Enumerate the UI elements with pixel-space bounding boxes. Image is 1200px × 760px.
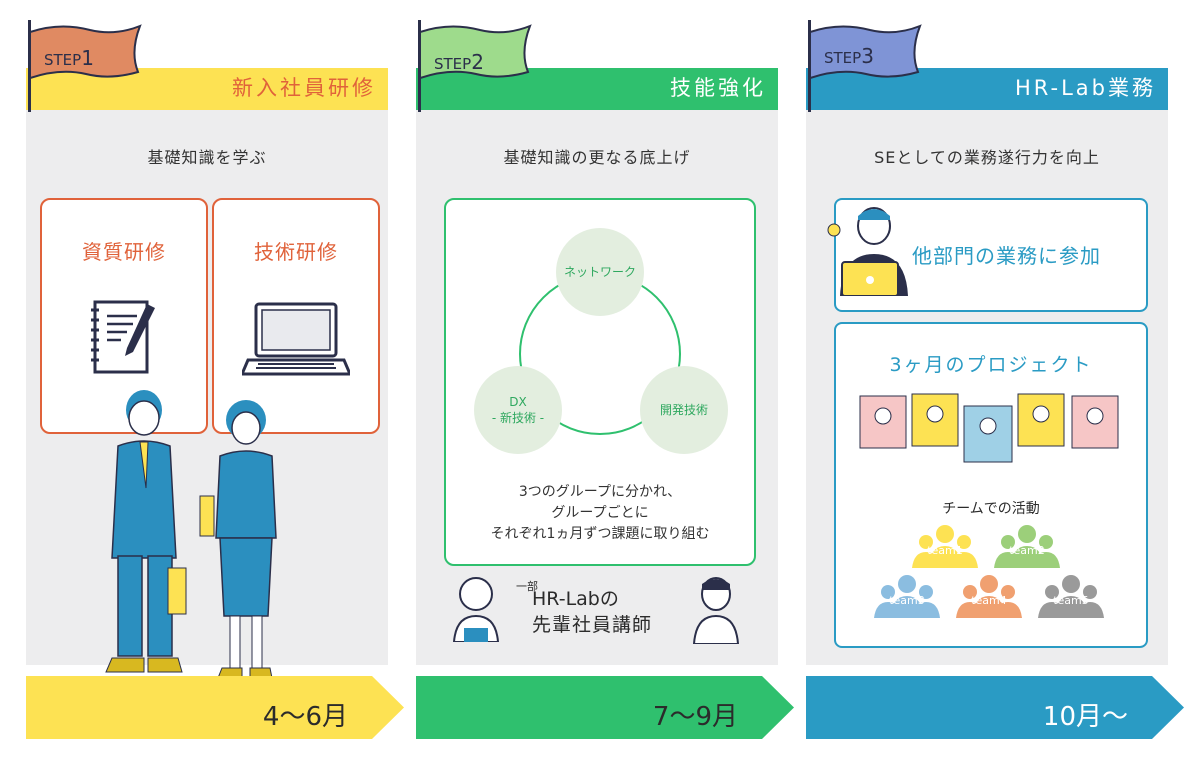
desc-line-3: それぞれ1ヵ月ずつ課題に取り組む — [490, 526, 710, 542]
step3-title: HR-Lab業務 — [1014, 76, 1156, 100]
team1-label: team1 — [927, 544, 963, 557]
team5-label: team5 — [1053, 594, 1089, 607]
laptop-icon — [242, 302, 350, 376]
step3-period-arrow: 10月〜 — [806, 676, 1184, 739]
team3-icon: team3 — [874, 574, 940, 620]
cycle-development: 開発技術 — [640, 366, 728, 454]
step3-flag-word: STEP — [824, 49, 862, 67]
step1-title: 新入社員研修 — [232, 76, 376, 100]
participate-label: 他部門の業務に参加 — [912, 244, 1101, 268]
project-box: 3ヶ月のプロジェクト チームでの活動 team1 team2 team3 tea… — [834, 322, 1148, 648]
instructor-man-icon — [692, 577, 740, 644]
video-call-team-illustration — [859, 393, 1119, 463]
team1-icon: team1 — [912, 524, 978, 570]
desc-line-2: グループごとに — [551, 505, 649, 521]
team4-icon: team4 — [956, 574, 1022, 620]
cycle-dx-label: DX - 新技術 - — [491, 395, 545, 425]
step2-flag — [420, 24, 532, 80]
step1-title-band: 新入社員研修 — [26, 68, 388, 110]
step2-flag-label: STEP2 — [434, 50, 484, 74]
step1-period-arrow: 4〜6月 — [26, 676, 404, 739]
team2-label: team2 — [1009, 544, 1045, 557]
step3-panel: SEとしての業務遂行力を向上 他部門の業務に参加 3ヶ月のプロジェクト チームで… — [806, 110, 1168, 665]
worker-laptop-icon — [827, 207, 908, 296]
card-technical-training: 技術研修 — [212, 198, 380, 434]
step2-panel: 基礎知識の更なる底上げ ネットワーク DX - 新技術 - 開発技術 3つのグル… — [416, 110, 778, 665]
step1-panel: 基礎知識を学ぶ 資質研修 技術研修 — [26, 110, 388, 679]
step1-subtitle: 基礎知識を学ぶ — [147, 148, 267, 167]
group-description: 3つのグループに分かれ、 グループごとに それぞれ1ヵ月ずつ課題に取り組む — [446, 482, 754, 545]
step3-subtitle: SEとしての業務遂行力を向上 — [874, 148, 1100, 167]
step2-period-arrow: 7〜9月 — [416, 676, 794, 739]
card-aptitude-training: 資質研修 — [40, 198, 208, 434]
step2-period: 7〜9月 — [652, 702, 738, 732]
step2-title: 技能強化 — [670, 76, 766, 100]
group-rotation-box: ネットワーク DX - 新技術 - 開発技術 3つのグループに分かれ、 グループ… — [444, 198, 756, 566]
instructor-main: HR-Labの — [532, 588, 619, 610]
step3-period: 10月〜 — [1042, 702, 1128, 732]
cycle-dx: DX - 新技術 - — [474, 366, 562, 454]
new-employees-illustration — [105, 390, 277, 679]
step1-flag-num: 1 — [81, 46, 94, 70]
team4-label: team4 — [971, 594, 1007, 607]
card-technical-title: 技術研修 — [254, 240, 338, 264]
step1-flag-word: STEP — [44, 51, 82, 69]
step2-flag-word: STEP — [434, 55, 472, 73]
project-title: 3ヶ月のプロジェクト — [889, 354, 1093, 376]
step1-flag — [30, 24, 142, 80]
step3-flag — [810, 24, 922, 80]
instructor-woman-icon — [452, 577, 500, 642]
card-aptitude-title: 資質研修 — [82, 240, 166, 264]
instructor-sub: 先輩社員講師 — [532, 614, 653, 636]
step3-flag-num: 3 — [861, 44, 874, 68]
step2-subtitle: 基礎知識の更なる底上げ — [503, 148, 691, 167]
team-activity-label: チームでの活動 — [942, 501, 1040, 517]
step1-flag-label: STEP1 — [44, 46, 94, 70]
cycle-network: ネットワーク — [556, 228, 644, 316]
instructor-note: 一部 — [516, 580, 538, 593]
step3-flag-label: STEP3 — [824, 44, 874, 68]
notebook-pen-icon — [91, 300, 155, 374]
team3-label: team3 — [889, 594, 925, 607]
team5-icon: team5 — [1038, 574, 1104, 620]
step2-flag-num: 2 — [471, 50, 484, 74]
step1-period: 4〜6月 — [262, 702, 348, 732]
desc-line-1: 3つのグループに分かれ、 — [518, 484, 682, 500]
team2-icon: team2 — [994, 524, 1060, 570]
